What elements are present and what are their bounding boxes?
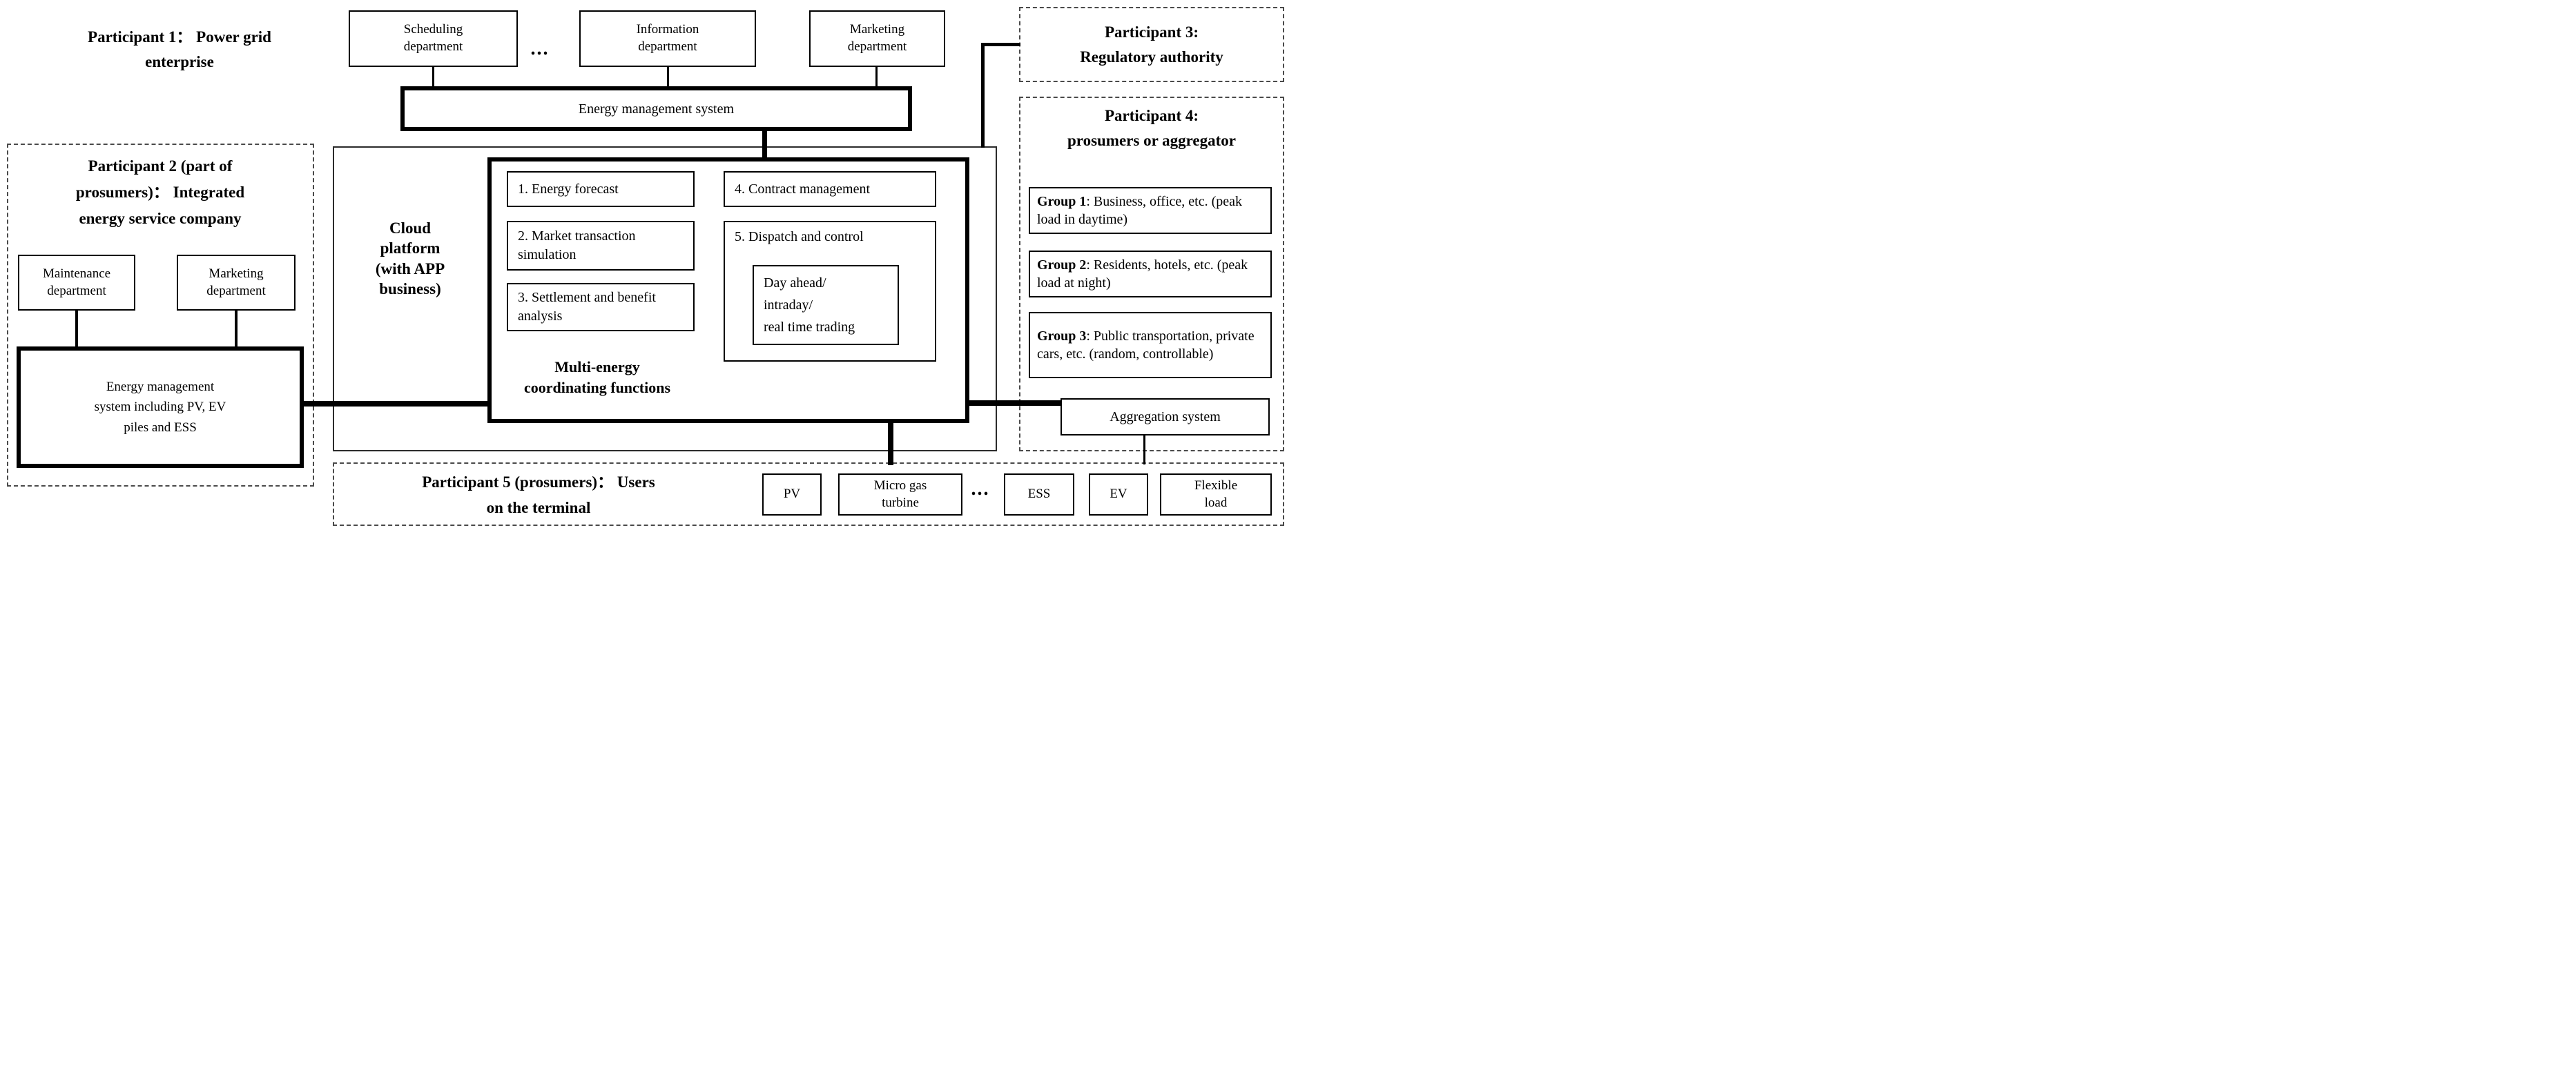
participant2-title: Participant 2 (part of prosumers)： Integ… (75, 157, 245, 227)
group1-label: Group 1 (1037, 193, 1087, 209)
connector-maintenance-to-p2ems (75, 311, 78, 348)
p2-maintenance-department-box: Maintenance department (18, 255, 135, 311)
pv-box: PV (762, 473, 822, 516)
connector-marketing-to-ems (875, 67, 878, 88)
connector-ems-to-cloud (762, 130, 767, 160)
connector-p2ems-to-cloud (302, 401, 489, 407)
group2-body: : Residents, hotels, etc. (peak load at … (1037, 257, 1248, 291)
function-energy-forecast-label: 1. Energy forecast (518, 181, 619, 197)
connector-cloud-to-aggregation (967, 400, 1062, 406)
participant3-panel: Participant 3: Regulatory authority (1019, 7, 1284, 82)
group1-box: Group 1: Business, office, etc. (peak lo… (1029, 187, 1272, 234)
devices-ellipsis: ... (971, 478, 990, 500)
connector-cloud-to-terminal (888, 421, 893, 465)
p2-ems-label: Energy management system including PV, E… (94, 379, 226, 435)
participant5-title: Participant 5 (prosumers)： Users on the … (422, 473, 655, 516)
flexible-load-label: Flexible load (1194, 478, 1238, 510)
connector-information-to-ems (667, 67, 669, 88)
scheduling-department-label: Scheduling department (403, 22, 463, 54)
connector-p2marketing-to-p2ems (235, 311, 238, 348)
participant4-title: Participant 4: prosumers or aggregator (1067, 107, 1236, 149)
ev-label: EV (1110, 487, 1127, 502)
function-market-transaction-label: 2. Market transaction simulation (518, 228, 636, 262)
function-energy-forecast-box: 1. Energy forecast (507, 171, 695, 207)
p2-marketing-department-label: Marketing department (206, 266, 266, 298)
pv-label: PV (783, 487, 801, 502)
connector-p3-horizontal (981, 43, 1020, 46)
information-department-box: Information department (579, 10, 756, 67)
ess-box: ESS (1004, 473, 1074, 516)
trading-modes-box: Day ahead/ intraday/ real time trading (753, 265, 899, 345)
connector-aggregation-to-terminal (1143, 435, 1145, 464)
function-settlement-label: 3. Settlement and benefit analysis (518, 290, 656, 324)
ess-label: ESS (1027, 487, 1051, 502)
micro-gas-turbine-box: Micro gas turbine (838, 473, 962, 516)
function-dispatch-control-label: 5. Dispatch and control (735, 229, 864, 244)
function-contract-management-box: 4. Contract management (724, 171, 936, 207)
micro-gas-turbine-label: Micro gas turbine (873, 478, 927, 510)
grid-ems-box: Energy management system (400, 86, 912, 131)
group3-text: Group 3: Public transportation, private … (1037, 327, 1263, 364)
group2-box: Group 2: Residents, hotels, etc. (peak l… (1029, 251, 1272, 297)
marketing-department-label: Marketing department (847, 22, 907, 54)
group3-label: Group 3 (1037, 328, 1087, 344)
group1-text: Group 1: Business, office, etc. (peak lo… (1037, 193, 1263, 229)
group3-box: Group 3: Public transportation, private … (1029, 312, 1272, 378)
marketing-department-box: Marketing department (809, 10, 945, 67)
participant3-title: Participant 3: Regulatory authority (1080, 23, 1223, 66)
connector-scheduling-to-ems (432, 67, 434, 88)
connector-p3-vertical (981, 43, 985, 148)
group2-text: Group 2: Residents, hotels, etc. (peak l… (1037, 256, 1263, 293)
multi-energy-caption: Multi-energy coordinating functions (523, 358, 671, 396)
departments-ellipsis: ... (530, 38, 550, 59)
group1-body: : Business, office, etc. (peak load in d… (1037, 193, 1243, 227)
aggregation-system-label: Aggregation system (1110, 409, 1221, 424)
group3-body: : Public transportation, private cars, e… (1037, 328, 1255, 362)
grid-ems-label: Energy management system (578, 101, 735, 117)
cloud-platform-label: Cloud platform (with APP business) (375, 219, 445, 298)
information-department-label: Information department (636, 22, 699, 54)
group2-label: Group 2 (1037, 257, 1087, 273)
participant1-title: Participant 1： Power grid enterprise (88, 28, 271, 70)
function-market-transaction-box: 2. Market transaction simulation (507, 221, 695, 271)
function-contract-management-label: 4. Contract management (735, 181, 871, 197)
scheduling-department-box: Scheduling department (349, 10, 518, 67)
aggregation-system-box: Aggregation system (1061, 398, 1270, 435)
function-settlement-box: 3. Settlement and benefit analysis (507, 283, 695, 331)
p2-ems-box: Energy management system including PV, E… (17, 346, 304, 468)
ev-box: EV (1089, 473, 1148, 516)
p2-maintenance-department-label: Maintenance department (42, 266, 111, 298)
flexible-load-box: Flexible load (1160, 473, 1272, 516)
p2-marketing-department-box: Marketing department (177, 255, 296, 311)
energy-trading-architecture-diagram: Participant 1： Power grid enterprise Sch… (0, 0, 1288, 534)
